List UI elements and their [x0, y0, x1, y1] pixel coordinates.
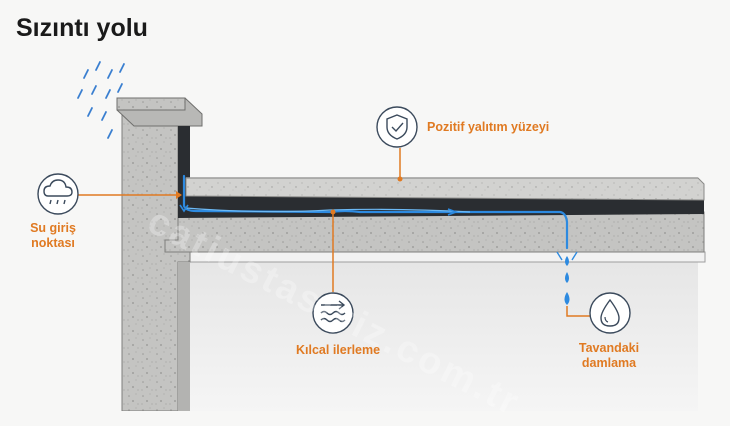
label-water-entry: Su giriş noktası — [26, 221, 80, 251]
wall-inner-face — [178, 262, 190, 411]
waves-arrow-icon — [312, 292, 354, 334]
rain-streaks — [77, 61, 125, 139]
leak-path-diagram — [37, 61, 706, 411]
water-shimmer — [185, 207, 471, 213]
leader-lines — [78, 148, 590, 317]
shield-check-icon — [376, 106, 418, 148]
drip — [564, 292, 570, 305]
top-screed — [185, 177, 705, 201]
label-ceiling-drip: Tavandaki damlama — [573, 341, 645, 371]
label-ceiling-drip-line1: Tavandaki — [578, 341, 640, 355]
flow-arrow — [447, 208, 459, 216]
rain-cloud-icon — [37, 173, 79, 215]
room-interior — [190, 262, 698, 411]
flow-arrow-down — [179, 204, 189, 213]
water-leak-path — [182, 174, 569, 250]
label-water-entry-line2: noktası — [31, 236, 75, 250]
label-positive-insulation: Pozitif yalıtım yüzeyi — [427, 120, 550, 134]
label-capillary: Kılcal ilerleme — [296, 343, 381, 357]
label-ceiling-drip-line2: damlama — [581, 356, 637, 370]
drip — [565, 272, 569, 283]
drip — [565, 256, 569, 266]
page-title: Sızıntı yolu — [16, 14, 148, 42]
water-drop-icon — [589, 292, 631, 334]
label-water-entry-line1: Su giriş — [30, 221, 76, 235]
